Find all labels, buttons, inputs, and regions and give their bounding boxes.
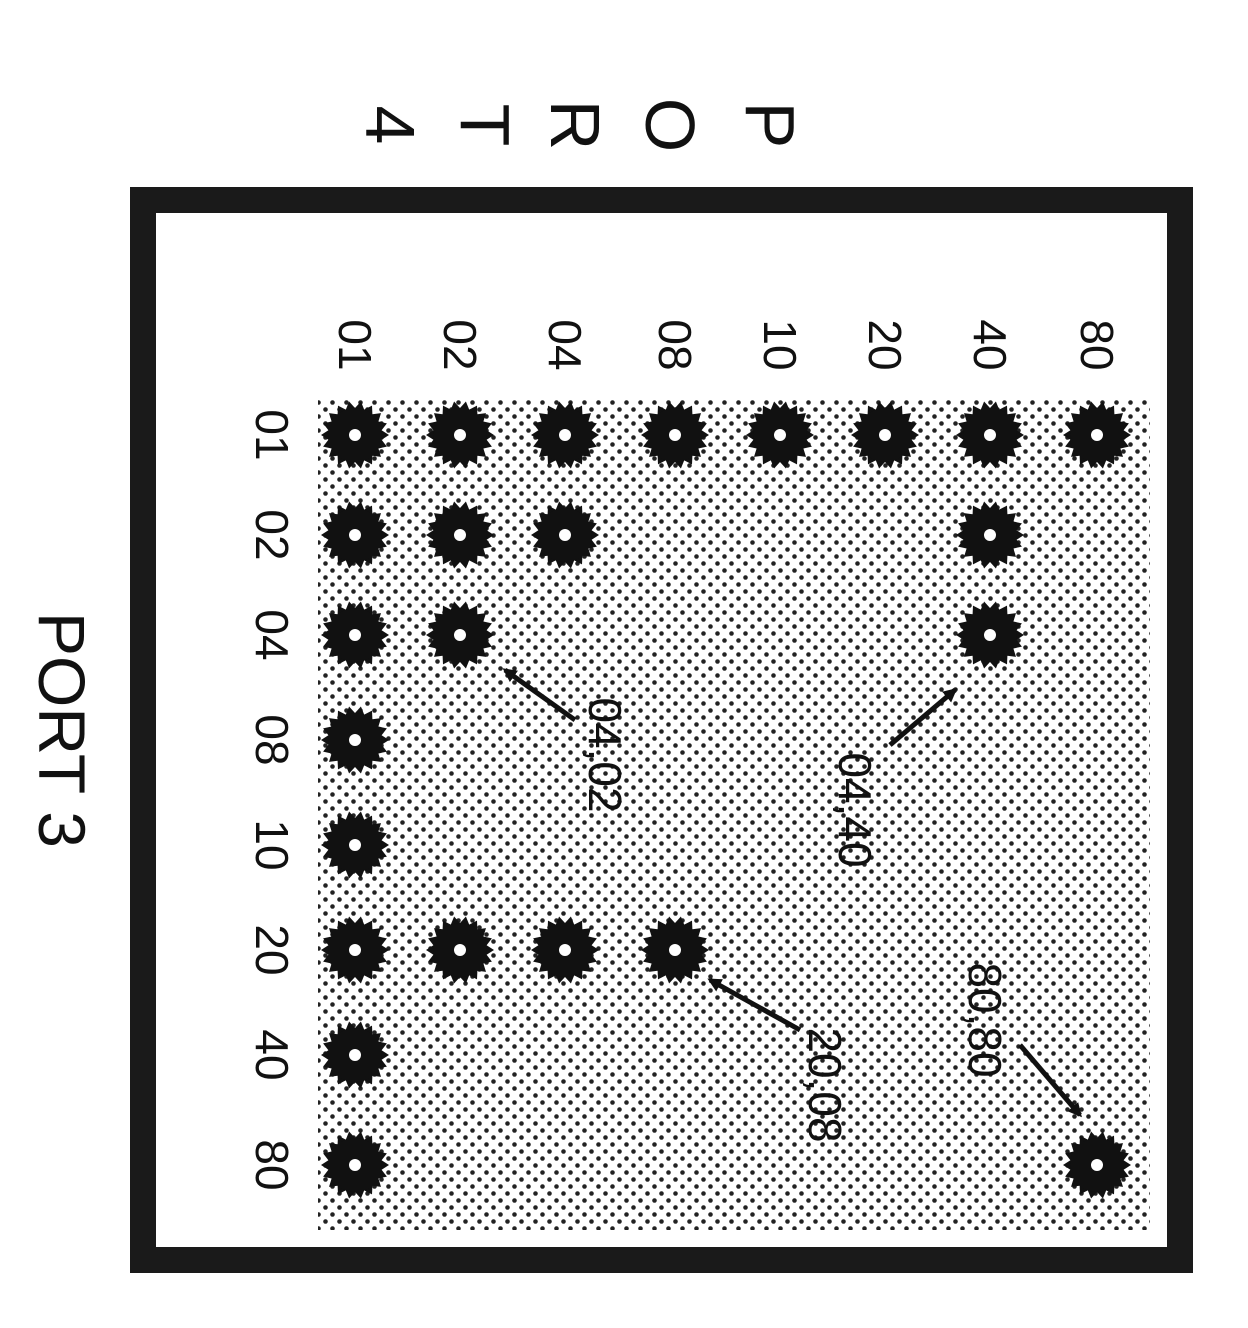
led-02-01 [321, 501, 389, 569]
led-20-04 [531, 916, 599, 984]
led-02-40 [956, 501, 1024, 569]
annotation-arrows [502, 667, 1082, 1118]
led-01-04 [531, 401, 599, 469]
led-08-01 [321, 706, 389, 774]
row-label-80: 80 [1071, 319, 1123, 370]
port-4-letter: O [631, 98, 709, 152]
led-01-08 [641, 401, 709, 469]
led-04-01 [321, 601, 389, 669]
column-label-04: 04 [246, 609, 298, 660]
column-label-10: 10 [246, 819, 298, 870]
column-label-08: 08 [246, 714, 298, 765]
led-02-04 [531, 501, 599, 569]
row-label-08: 08 [649, 319, 701, 370]
led-01-01 [321, 401, 389, 469]
annotation-20-08: 20,08 [799, 1027, 851, 1142]
annotation-80-80: 80,80 [959, 962, 1011, 1077]
annotation-labels: 80,80 04,40 20,08 04,02 [579, 697, 1011, 1142]
led-01-02 [426, 401, 494, 469]
row-labels: 80 40 20 10 08 04 02 01 [329, 319, 1123, 370]
port-4-letter: 4 [351, 106, 429, 145]
port-3-title: PORT 3 [25, 612, 99, 848]
port-4-letter: T [446, 104, 524, 147]
port-4-letter: P [731, 102, 809, 149]
led-20-01 [321, 916, 389, 984]
row-label-02: 02 [434, 319, 486, 370]
led-40-01 [321, 1021, 389, 1089]
column-label-01: 01 [246, 409, 298, 460]
led-02-02 [426, 501, 494, 569]
led-04-40 [956, 601, 1024, 669]
row-label-04: 04 [539, 319, 591, 370]
led-01-40 [956, 401, 1024, 469]
column-label-40: 40 [246, 1029, 298, 1080]
led-grid [321, 401, 1131, 1199]
row-label-01: 01 [329, 319, 381, 370]
led-01-10 [746, 401, 814, 469]
led-10-01 [321, 811, 389, 879]
led-20-02 [426, 916, 494, 984]
led-80-01 [321, 1131, 389, 1199]
column-labels: 01 02 04 08 10 20 40 80 [246, 409, 298, 1190]
led-80-80 [1063, 1131, 1131, 1199]
led-01-80 [1063, 401, 1131, 469]
led-04-02 [426, 601, 494, 669]
port-4-letter: R [536, 100, 614, 151]
column-label-02: 02 [246, 509, 298, 560]
led-01-20 [851, 401, 919, 469]
led-20-08 [641, 916, 709, 984]
port-4-title: P O R T 4 [351, 98, 809, 152]
row-label-40: 40 [964, 319, 1016, 370]
arrow-04-02 [502, 667, 577, 723]
row-label-20: 20 [859, 319, 911, 370]
annotation-04-02: 04,02 [579, 697, 631, 812]
row-label-10: 10 [754, 319, 806, 370]
arrow-04-40 [888, 688, 958, 747]
column-label-20: 20 [246, 924, 298, 975]
arrow-20-08 [707, 977, 802, 1033]
column-label-80: 80 [246, 1139, 298, 1190]
arrow-80-80 [1018, 1043, 1082, 1118]
annotation-04-40: 04,40 [829, 752, 881, 867]
